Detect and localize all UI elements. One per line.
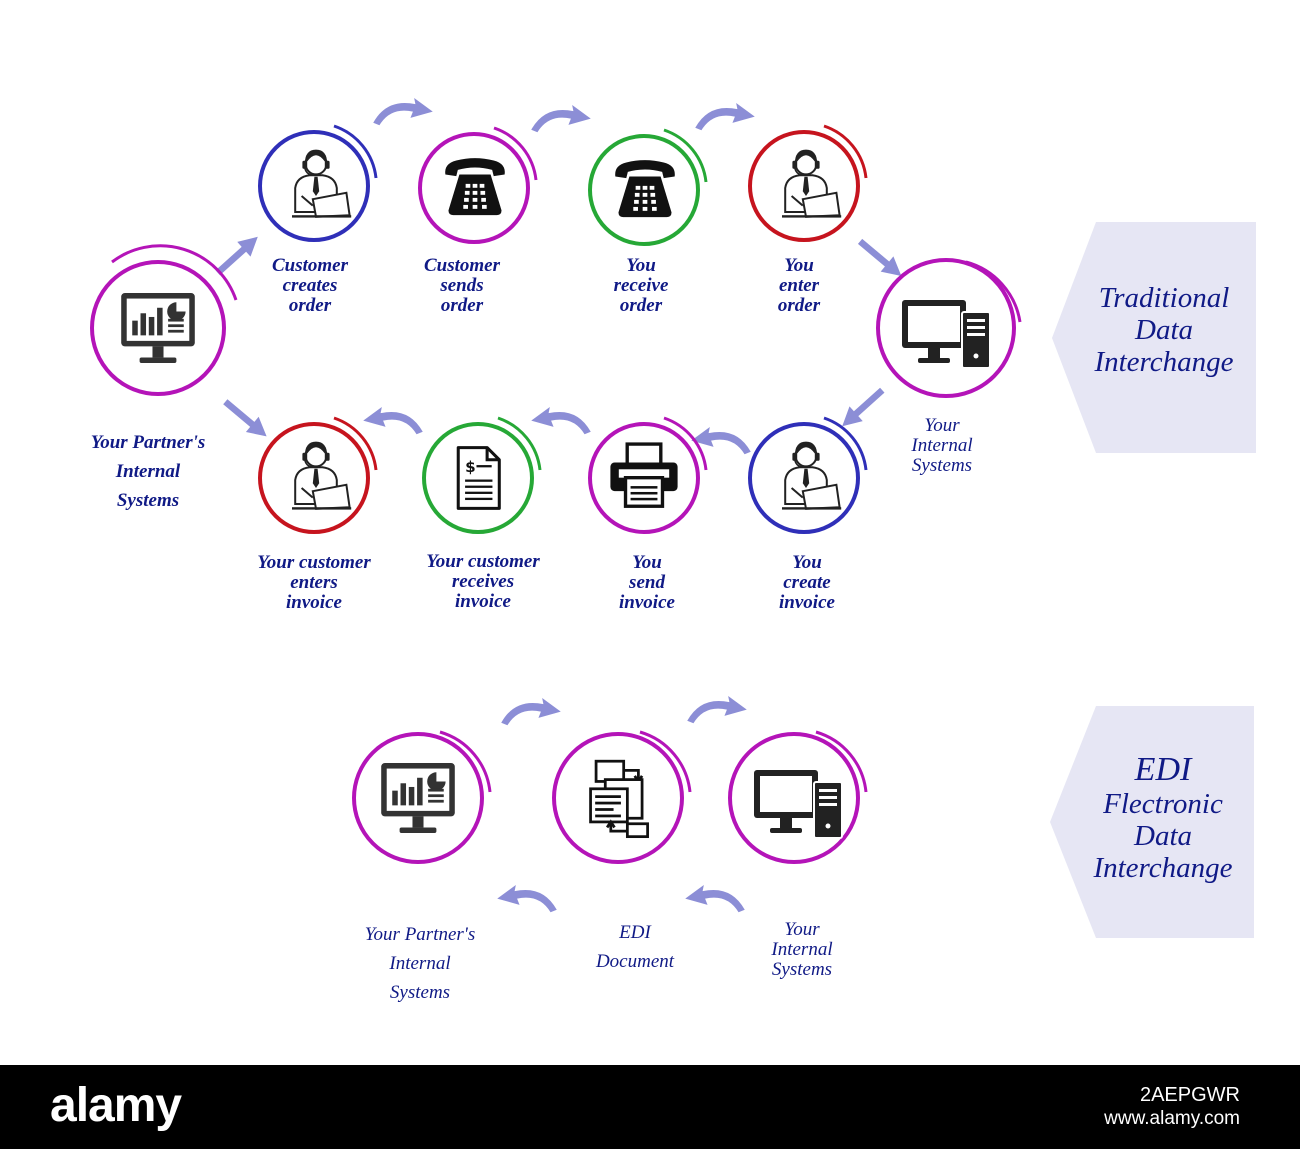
desktop-computer-icon: [753, 769, 843, 839]
node-customer-receives: [422, 416, 542, 534]
arrow-receives-to-enters: [363, 406, 423, 435]
operator-laptop-icon: [290, 148, 353, 219]
arrow-document-to-partner: [497, 884, 557, 913]
label-your-internal: Your Internal Systems: [911, 415, 973, 476]
operator-laptop-icon: [780, 440, 843, 511]
arrow-internal-to-document: [685, 884, 745, 913]
traditional-panel-shape: [1052, 222, 1256, 453]
node-you-receive: [588, 128, 708, 246]
operator-laptop-icon: [780, 148, 843, 219]
monitor-chart-icon: [121, 293, 195, 363]
node-you-enter: [748, 124, 868, 242]
edi-flow: [352, 695, 868, 913]
stock-footer-bar: [0, 1065, 1300, 1149]
edi-panel-shape: [1050, 706, 1254, 938]
invoice-document-icon: [456, 446, 501, 510]
arrow-creates-to-sends: [373, 97, 433, 126]
traditional-panel-title: Traditional Data Interchange: [1094, 282, 1234, 378]
traditional-flow: [90, 97, 1022, 534]
label-customer-creates: Customer creates order: [271, 255, 349, 316]
printer-icon: [608, 442, 680, 508]
telephone-icon: [445, 158, 505, 216]
monitor-chart-icon: [381, 763, 455, 833]
label-customer-enters: Your customer enters invoice: [257, 552, 371, 613]
label-partner: Your Partner's Internal Systems: [90, 432, 206, 511]
edi-node-partner: [352, 730, 492, 864]
label-you-receive: You receive order: [613, 255, 669, 316]
label-edi-internal: Your Internal Systems: [771, 919, 833, 980]
node-customer-creates: [258, 124, 378, 242]
desktop-computer-icon: [901, 299, 991, 369]
edi-panel-title: EDI Flectronic Data Interchange: [1093, 751, 1233, 885]
label-you-send: You send invoice: [619, 552, 675, 613]
stock-logo: alamy: [50, 1079, 182, 1132]
arrow-partner-to-document: [501, 697, 561, 726]
label-edi-partner: Your Partner's Internal Systems: [364, 924, 476, 1003]
label-edi-document: EDI Document: [595, 922, 675, 972]
arrow-receive-to-enter: [695, 102, 755, 131]
label-you-create: You create invoice: [779, 552, 835, 613]
edi-node-document: [552, 730, 692, 864]
node-you-create: [748, 416, 868, 534]
edi-document-icon: [588, 759, 650, 839]
node-you-send: [588, 416, 708, 534]
node-customer-enters: [258, 416, 378, 534]
stock-image-info: 2AEPGWR www.alamy.com: [1104, 1083, 1240, 1131]
node-partner: [90, 244, 238, 396]
arrow-send-to-receives: [531, 406, 591, 435]
node-your-internal: [876, 258, 1022, 398]
arrow-document-to-internal: [687, 695, 747, 724]
label-you-enter: You enter order: [777, 255, 821, 316]
arrow-sends-to-receive: [531, 104, 591, 133]
label-customer-sends: Customer sends order: [423, 255, 501, 316]
operator-laptop-icon: [290, 440, 353, 511]
telephone-icon: [615, 160, 675, 218]
label-customer-receives: Your customer receives invoice: [426, 551, 540, 612]
edi-node-internal: [728, 730, 868, 864]
node-customer-sends: [418, 126, 538, 244]
stock-image-id: 2AEPGWR: [1139, 1084, 1240, 1106]
stock-url: www.alamy.com: [1104, 1108, 1240, 1129]
